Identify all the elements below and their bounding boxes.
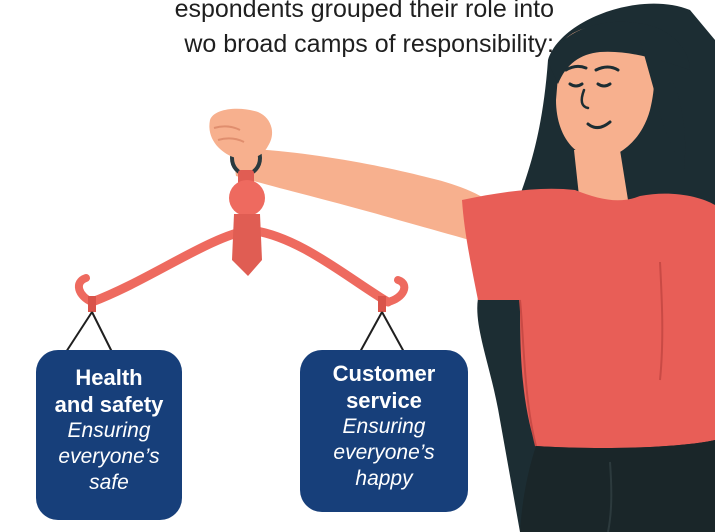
woman-pants bbox=[520, 440, 715, 532]
woman-hand bbox=[209, 108, 273, 160]
card-description-line: everyone’s bbox=[333, 441, 435, 464]
woman-face bbox=[548, 21, 690, 205]
woman-shirt bbox=[462, 188, 715, 448]
scale-hanger bbox=[229, 140, 265, 276]
card-description-line: happy bbox=[355, 467, 413, 490]
card-heading-line: service bbox=[346, 388, 422, 413]
intro-line-2: wo broad camps of responsibility: bbox=[184, 30, 554, 58]
card-heading-line: and safety bbox=[54, 392, 164, 417]
card-description-line: safe bbox=[89, 471, 129, 494]
card-heading-line: Customer bbox=[332, 361, 436, 386]
scale-strings bbox=[65, 311, 405, 353]
card-description-line: everyone’s bbox=[58, 445, 160, 468]
intro-line-1: espondents grouped their role into bbox=[174, 0, 554, 23]
card-description-line: Ensuring bbox=[67, 419, 151, 442]
woman-arm bbox=[232, 148, 505, 250]
card-health-and-safety: Health and safety Ensuring everyone’s sa… bbox=[36, 350, 182, 520]
card-customer-service: Customer service Ensuring everyone’s hap… bbox=[300, 350, 468, 512]
card-description-line: Ensuring bbox=[342, 415, 426, 438]
card-heading-line: Health bbox=[75, 365, 143, 390]
intro-text: espondents grouped their role into wo br… bbox=[0, 0, 554, 62]
